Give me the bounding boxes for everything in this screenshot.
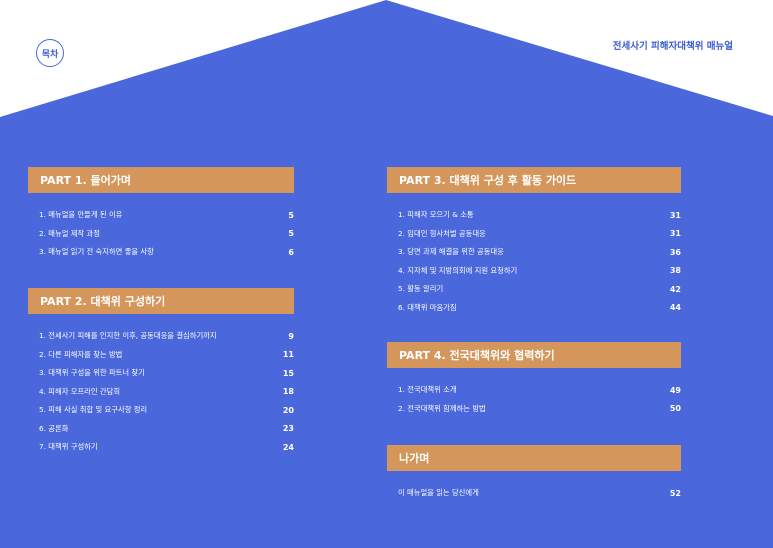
toc-item-label: 2. 전국대책위 함께하는 방법	[398, 403, 486, 413]
toc-item-label: 2. 매뉴얼 제작 과정	[39, 228, 100, 238]
toc-item[interactable]: 1. 전세사기 피해를 인지한 이후, 공동대응을 결심하기까지 9	[39, 327, 294, 346]
toc-item[interactable]: 이 매뉴얼을 읽는 당신에게 52	[398, 484, 681, 503]
toc-item-page: 20	[282, 405, 294, 415]
toc-item-label: 1. 전세사기 피해를 인지한 이후, 공동대응을 결심하기까지	[39, 331, 217, 341]
section-outro: 나가며 이 매뉴얼을 읽는 당신에게 52	[387, 445, 681, 503]
toc-item[interactable]: 1. 전국대책위 소개 49	[398, 381, 681, 400]
toc-item-page: 31	[669, 229, 681, 239]
toc-item-page: 5	[288, 210, 294, 220]
toc-item-page: 38	[669, 266, 681, 276]
toc-item-page: 9	[288, 331, 294, 341]
toc-item-label: 3. 대책위 구성을 위한 파트너 찾기	[39, 368, 145, 378]
toc-item-page: 44	[669, 303, 681, 313]
toc-item[interactable]: 5. 활동 알리기 42	[398, 280, 681, 299]
toc-item-label: 4. 피해자 오프라인 간담회	[39, 386, 121, 396]
toc-item[interactable]: 1. 매뉴얼을 만들게 된 이유 5	[39, 206, 294, 225]
toc-item-page: 31	[669, 210, 681, 220]
toc-item[interactable]: 2. 매뉴얼 제작 과정 5	[39, 225, 294, 244]
toc-item-label: 7. 대책위 구성하기	[39, 442, 98, 452]
toc-item-label: 5. 피해 사실 취합 및 요구사항 정리	[39, 405, 148, 415]
toc-item-page: 42	[669, 284, 681, 294]
toc-item[interactable]: 7. 대책위 구성하기 24	[39, 438, 294, 457]
toc-item-page: 15	[282, 368, 294, 378]
toc-item[interactable]: 1. 피해자 모으기 & 소통 31	[398, 206, 681, 225]
toc-item-label: 2. 임대인 형사처벌 공동대응	[398, 228, 486, 238]
section-title: PART 3. 대책위 구성 후 활동 가이드	[387, 167, 681, 193]
toc-item-label: 1. 전국대책위 소개	[398, 385, 457, 395]
toc-item-page: 6	[288, 247, 294, 257]
section-title: PART 1. 들어가며	[28, 167, 294, 193]
toc-item-page: 18	[282, 387, 294, 397]
toc-item[interactable]: 3. 대책위 구성을 위한 파트너 찾기 15	[39, 364, 294, 383]
toc-item-label: 5. 활동 알리기	[398, 284, 444, 294]
section-part-2: PART 2. 대책위 구성하기 1. 전세사기 피해를 인지한 이후, 공동대…	[28, 288, 294, 457]
toc-item-page: 36	[669, 247, 681, 257]
toc-item-page: 11	[282, 350, 294, 360]
toc-item[interactable]: 6. 공론화 23	[39, 420, 294, 439]
section-part-1: PART 1. 들어가며 1. 매뉴얼을 만들게 된 이유 5 2. 매뉴얼 제작…	[28, 167, 294, 262]
toc-item-label: 3. 매뉴얼 읽기 전 숙지하면 좋을 사항	[39, 247, 154, 257]
section-title: 나가며	[387, 445, 681, 471]
toc-item-page: 49	[669, 385, 681, 395]
toc-item-page: 52	[669, 488, 681, 498]
toc-item-label: 2. 다른 피해자를 찾는 방법	[39, 349, 123, 359]
toc-item-page: 5	[288, 229, 294, 239]
toc-item[interactable]: 6. 대책위 마음가짐 44	[398, 299, 681, 318]
section-part-4: PART 4. 전국대책위와 협력하기 1. 전국대책위 소개 49 2. 전국대…	[387, 342, 681, 418]
toc-item-label: 이 매뉴얼을 읽는 당신에게	[398, 488, 479, 498]
document-title: 전세사기 피해자대책위 매뉴얼	[612, 41, 733, 52]
toc-item-page: 23	[282, 424, 294, 434]
toc-item[interactable]: 2. 임대인 형사처벌 공동대응 31	[398, 225, 681, 244]
section-part-3: PART 3. 대책위 구성 후 활동 가이드 1. 피해자 모으기 & 소통 3…	[387, 167, 681, 317]
toc-item[interactable]: 3. 매뉴얼 읽기 전 숙지하면 좋을 사항 6	[39, 243, 294, 262]
section-title: PART 4. 전국대책위와 협력하기	[387, 342, 681, 368]
toc-badge: 목차	[36, 39, 64, 67]
toc-item-label: 1. 피해자 모으기 & 소통	[398, 210, 474, 220]
toc-item[interactable]: 2. 전국대책위 함께하는 방법 50	[398, 400, 681, 419]
toc-item-label: 6. 공론화	[39, 423, 69, 433]
toc-item-page: 50	[669, 404, 681, 414]
toc-item[interactable]: 4. 지자체 및 지방의회에 지원 요청하기 38	[398, 262, 681, 281]
toc-item-page: 24	[282, 442, 294, 452]
toc-item[interactable]: 4. 피해자 오프라인 간담회 18	[39, 383, 294, 402]
toc-item[interactable]: 5. 피해 사실 취합 및 요구사항 정리 20	[39, 401, 294, 420]
toc-item[interactable]: 3. 당면 과제 해결을 위한 공동대응 36	[398, 243, 681, 262]
toc-item[interactable]: 2. 다른 피해자를 찾는 방법 11	[39, 346, 294, 365]
toc-item-label: 4. 지자체 및 지방의회에 지원 요청하기	[398, 265, 518, 275]
section-title: PART 2. 대책위 구성하기	[28, 288, 294, 314]
toc-item-label: 1. 매뉴얼을 만들게 된 이유	[39, 210, 123, 220]
toc-item-label: 6. 대책위 마음가짐	[398, 302, 457, 312]
toc-item-label: 3. 당면 과제 해결을 위한 공동대응	[398, 247, 504, 257]
